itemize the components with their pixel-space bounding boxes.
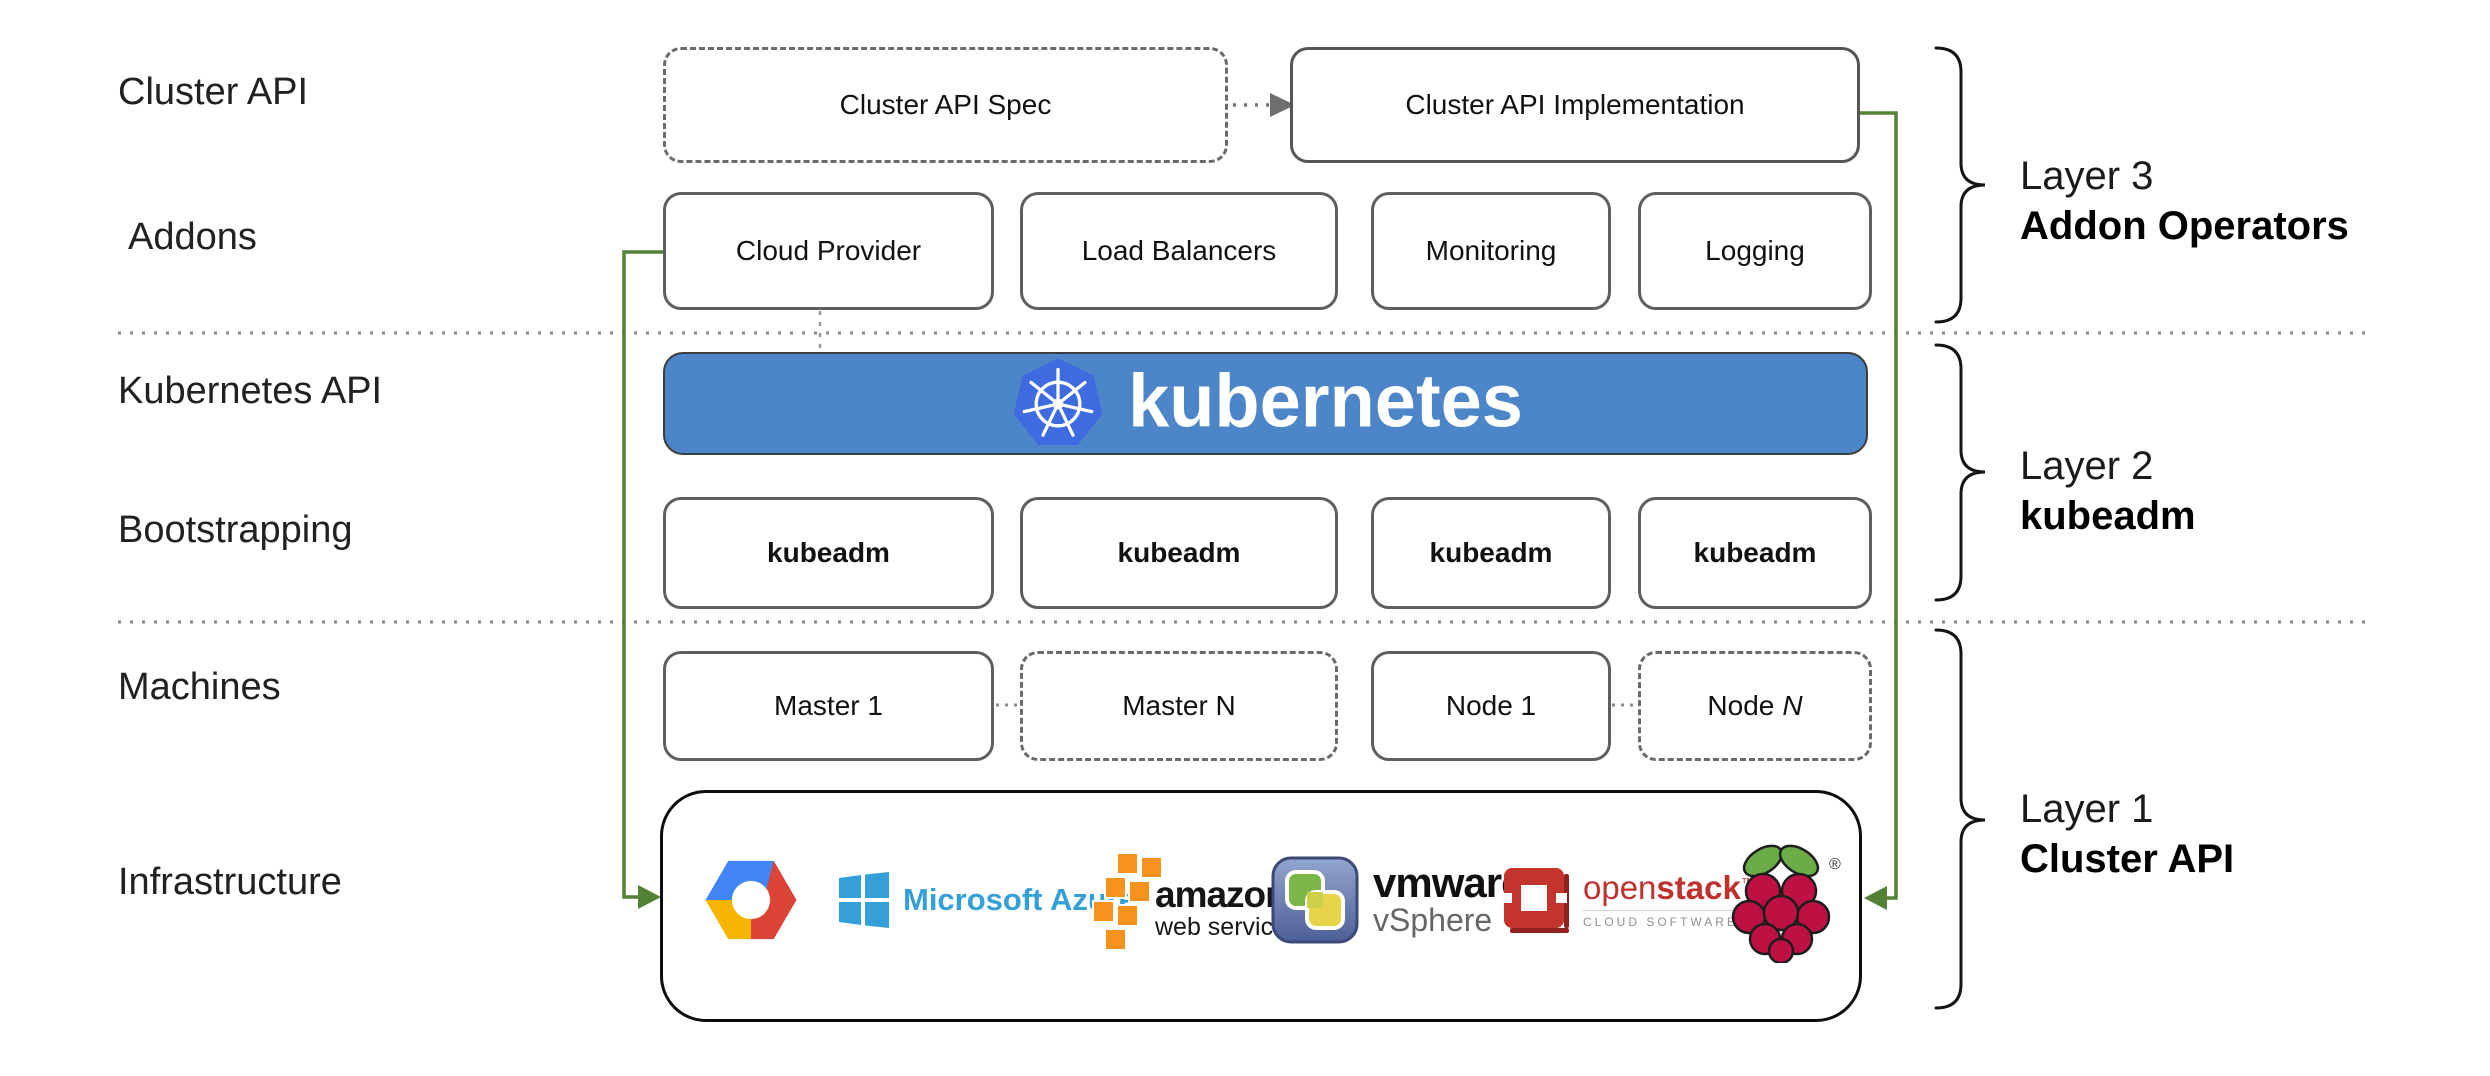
- microsoft-azure-icon: [839, 872, 889, 928]
- openstack-icon: [1501, 868, 1569, 933]
- openstack-cloud-software-label: CLOUD SOFTWARE: [1583, 910, 1754, 929]
- addon-label: Load Balancers: [1081, 235, 1277, 266]
- kubeadm-box-3: kubeadm: [1371, 497, 1611, 609]
- cluster-api-spec-label: Cluster API Spec: [839, 89, 1052, 120]
- infrastructure-container: Microsoft Azure amazon web services: [660, 790, 1862, 1022]
- layer2-subtitle: kubeadm: [2020, 494, 2196, 538]
- machine-box-node-1: Node 1: [1371, 651, 1611, 761]
- google-cloud-icon: [705, 860, 797, 940]
- row-label-bootstrapping: Bootstrapping: [118, 509, 353, 551]
- addon-label: Logging: [1705, 235, 1805, 266]
- vmware-label: vmware: [1373, 859, 1524, 907]
- row-label-infrastructure: Infrastructure: [118, 861, 342, 903]
- machine-label: Master 1: [774, 690, 883, 721]
- aws-icon: [1092, 852, 1163, 951]
- machine-box-master-1: Master 1: [663, 651, 994, 761]
- raspberry-pi-logo: ®: [1725, 839, 1845, 963]
- layer1-subtitle: Cluster API: [2020, 837, 2235, 881]
- amazon-label: amazon: [1155, 874, 1288, 915]
- kubeadm-box-4: kubeadm: [1638, 497, 1872, 609]
- layer1-bracket: [1934, 628, 1986, 1010]
- google-cloud-logo: [701, 850, 801, 950]
- layer1-label: Layer 1 Cluster API: [2020, 784, 2234, 884]
- addon-box-logging: Logging: [1638, 192, 1872, 310]
- microsoft-azure-logo: Microsoft Azure: [835, 870, 1136, 930]
- kubeadm-label: kubeadm: [1117, 537, 1241, 568]
- row-label-addons: Addons: [128, 216, 257, 258]
- kubeadm-box-2: kubeadm: [1020, 497, 1338, 609]
- openstack-label-stack: stack: [1656, 869, 1741, 906]
- layer3-subtitle: Addon Operators: [2020, 204, 2349, 248]
- row-label-machines: Machines: [118, 666, 281, 708]
- green-arrow-right: [1860, 111, 1898, 910]
- layer3-title: Layer 3: [2020, 154, 2154, 198]
- machine-box-node-n: Node N: [1638, 651, 1872, 761]
- machine-label: Node 1: [1445, 690, 1537, 721]
- kubernetes-logo-icon: [1013, 358, 1103, 445]
- spec-to-implementation-arrow: [1233, 93, 1295, 117]
- layer2-bracket: [1934, 343, 1986, 602]
- machine-label: Master N: [1122, 690, 1236, 721]
- layer1-title: Layer 1: [2020, 787, 2154, 831]
- openstack-label-open: open: [1583, 869, 1657, 906]
- machine-label: Node: [1707, 690, 1775, 721]
- cluster-api-implementation-box: Cluster API Implementation: [1290, 47, 1860, 163]
- kubeadm-label: kubeadm: [767, 537, 890, 568]
- machine-label-italic-n: N: [1782, 690, 1803, 721]
- addon-box-cloud-provider: Cloud Provider: [663, 192, 994, 310]
- layer3-bracket: [1934, 46, 1986, 324]
- kubeadm-box-1: kubeadm: [663, 497, 994, 609]
- raspberry-pi-registered-mark: ®: [1829, 856, 1841, 873]
- row-label-kubernetes-api: Kubernetes API: [118, 370, 383, 412]
- aws-logo: amazon web services: [1083, 851, 1300, 955]
- addon-label: Cloud Provider: [735, 235, 922, 266]
- cluster-api-spec-box: Cluster API Spec: [663, 47, 1228, 163]
- addon-box-load-balancers: Load Balancers: [1020, 192, 1338, 310]
- vsphere-label: vSphere: [1373, 902, 1493, 939]
- layer3-label: Layer 3 Addon Operators: [2020, 151, 2349, 251]
- kubeadm-label: kubeadm: [1693, 537, 1817, 568]
- cluster-api-implementation-label: Cluster API Implementation: [1405, 89, 1745, 120]
- kubeadm-label: kubeadm: [1429, 537, 1553, 568]
- vmware-icon: [1271, 856, 1359, 944]
- addon-box-monitoring: Monitoring: [1371, 192, 1611, 310]
- kubernetes-banner: kubernetes: [663, 352, 1868, 455]
- raspberry-pi-icon: ®: [1731, 844, 1841, 963]
- openstack-logo: openstack™ CLOUD SOFTWARE: [1501, 865, 1754, 935]
- addon-label: Monitoring: [1425, 235, 1557, 266]
- layer2-title: Layer 2: [2020, 444, 2154, 488]
- green-arrow-left: [622, 250, 663, 909]
- kubernetes-wordmark: kubernetes: [1128, 357, 1523, 443]
- layer2-label: Layer 2 kubeadm: [2020, 441, 2196, 541]
- machine-box-master-n: Master N: [1020, 651, 1338, 761]
- vmware-vsphere-logo: vmware® vSphere: [1271, 856, 1534, 944]
- row-label-cluster-api: Cluster API: [118, 71, 309, 113]
